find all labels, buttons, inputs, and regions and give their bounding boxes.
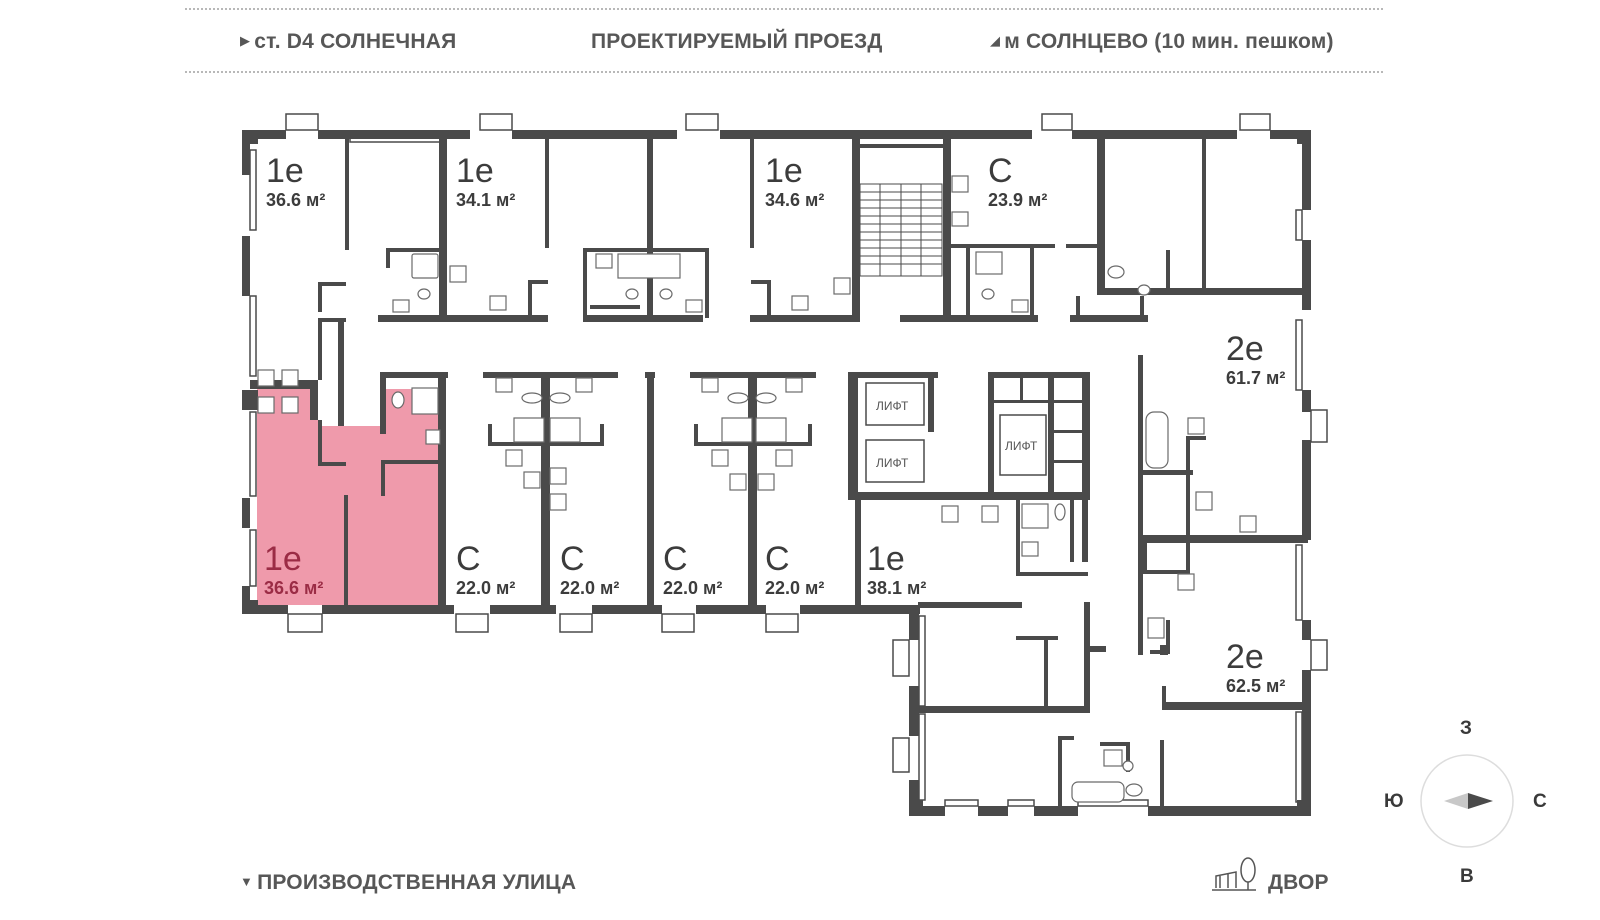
elevator-label: ЛИФТ <box>1005 439 1038 453</box>
apartment-type: 1е <box>765 152 803 190</box>
apartment-type: С <box>765 540 790 578</box>
compass-label-south: В <box>1460 866 1474 887</box>
apartment-type: 2е <box>1226 638 1264 676</box>
street-label-top-right: ◢м СОЛНЦЕВО (10 мин. пешком) <box>990 30 1334 53</box>
apartment-area: 36.6 м² <box>266 190 325 210</box>
elevator-labels: ЛИФТ ЛИФТ ЛИФТ <box>876 399 1038 470</box>
apartment-type: 2е <box>1226 330 1264 368</box>
top-dotted-divider-upper <box>185 8 1383 10</box>
highlighted-apartment-fill[interactable] <box>257 389 440 605</box>
apartment-type: С <box>456 540 481 578</box>
elevator-label: ЛИФТ <box>876 456 909 470</box>
apartment-type: С <box>663 540 688 578</box>
top-dotted-divider-lower <box>185 71 1383 73</box>
staircase <box>859 183 943 277</box>
windows <box>249 113 1328 807</box>
compass-label-east: С <box>1533 791 1547 812</box>
compass-icon <box>1420 754 1514 848</box>
triangle-down-icon: ▼ <box>240 874 254 889</box>
apartment-area: 38.1 м² <box>867 578 926 598</box>
triangle-right-icon: ▶ <box>240 33 251 48</box>
apartment-type: С <box>988 152 1013 190</box>
apartment-area: 61.7 м² <box>1226 368 1285 388</box>
plumbing-fixtures <box>257 175 1257 803</box>
street-label-top-left: ▶ст. D4 СОЛНЕЧНАЯ <box>240 30 457 53</box>
triangle-up-icon: ◢ <box>990 33 1001 48</box>
apartment-type-highlighted[interactable]: 1е <box>264 540 302 578</box>
apartment-type: 1е <box>456 152 494 190</box>
elevator-label: ЛИФТ <box>876 399 909 413</box>
apartment-type: 1е <box>266 152 304 190</box>
apartment-type: С <box>560 540 585 578</box>
compass-label-west: Ю <box>1384 791 1404 812</box>
apartment-area: 22.0 м² <box>663 578 722 598</box>
street-label-courtyard: ДВОР <box>1268 871 1329 894</box>
playground-tree-icon <box>1212 857 1256 891</box>
apartment-type: 1е <box>867 540 905 578</box>
apartment-area: 23.9 м² <box>988 190 1047 210</box>
apartment-area: 34.6 м² <box>765 190 824 210</box>
apartment-area: 22.0 м² <box>765 578 824 598</box>
compass-label-north: З <box>1460 718 1472 739</box>
walls <box>242 130 1311 816</box>
apartment-area: 22.0 м² <box>560 578 619 598</box>
elevator-cabins <box>865 382 1047 483</box>
apartment-labels: 1е 36.6 м² 1е 34.1 м² 1е 34.6 м² С 23.9 … <box>264 152 1285 696</box>
apartment-area: 22.0 м² <box>456 578 515 598</box>
street-label-bottom-left: ▼ПРОИЗВОДСТВЕННАЯ УЛИЦА <box>240 871 577 894</box>
apartment-area: 34.1 м² <box>456 190 515 210</box>
apartment-area-highlighted[interactable]: 36.6 м² <box>264 578 323 598</box>
street-label-top-center: ПРОЕКТИРУЕМЫЙ ПРОЕЗД <box>591 30 883 53</box>
apartment-area: 62.5 м² <box>1226 676 1285 696</box>
